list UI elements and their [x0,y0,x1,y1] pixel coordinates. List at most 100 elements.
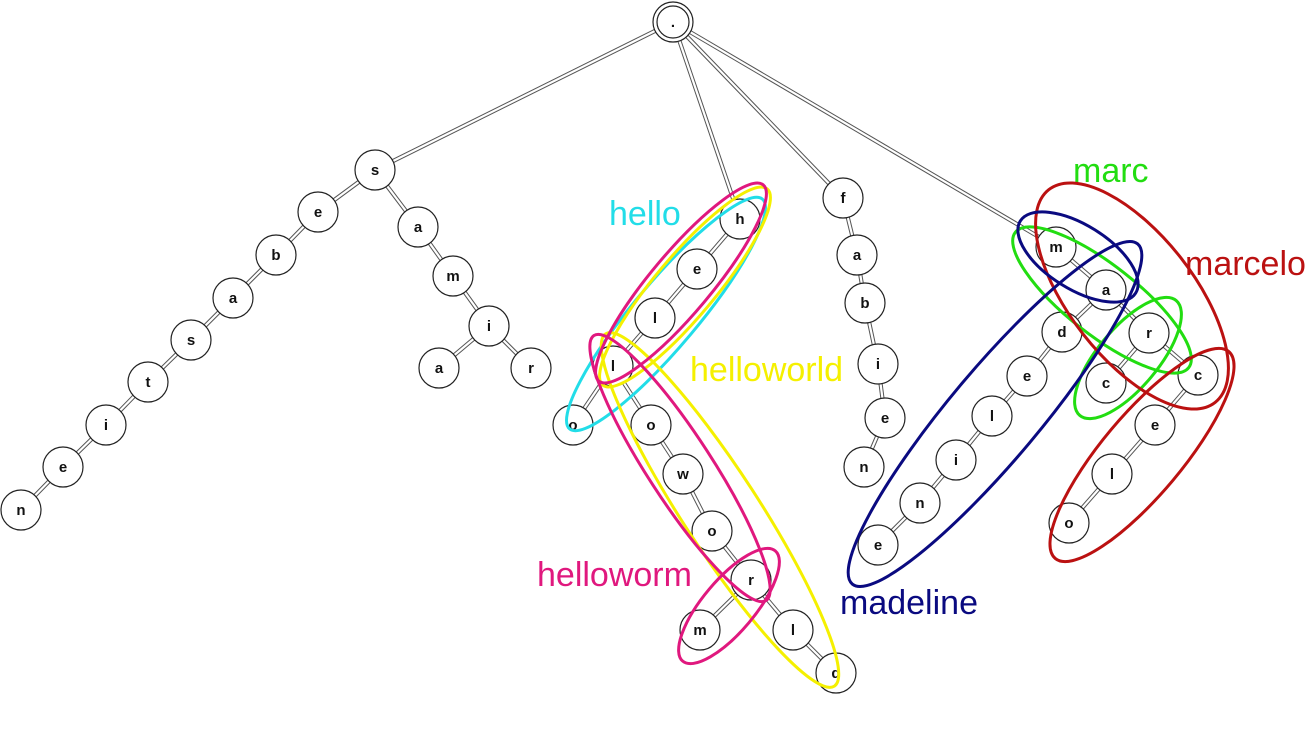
trie-node-m_n: n [899,482,941,524]
trie-node-letter: i [876,356,880,373]
trie-node-m_a: a [1085,269,1127,311]
trie-node-sa_i: i [468,305,510,347]
trie-node-letter: n [859,459,868,476]
trie-node-letter: l [611,358,615,375]
trie-node-letter: d [1057,324,1066,341]
trie-node-m_e: e [1006,355,1048,397]
trie-node-letter: i [104,417,108,434]
trie-node-s_t: t [127,361,169,403]
trie-node-letter: n [16,502,25,519]
trie-node-letter: t [146,374,151,391]
trie-node-letter: o [707,523,716,540]
trie-node-m_d: d [1041,311,1083,353]
trie-node-h_l: l [634,297,676,339]
trie-node-letter: e [1151,417,1159,434]
trie-node-letter: a [414,219,423,236]
group-label-marcelo: marcelo [1185,245,1306,283]
trie-node-f: f [822,177,864,219]
group-outline-marcelo-upper [1034,181,1230,411]
trie-node-letter: h [735,211,744,228]
trie-node-letter: r [1146,325,1152,342]
trie-node-h_e: e [676,248,718,290]
trie-node-h_o3: o [691,510,733,552]
group-label-hello: hello [609,195,681,233]
trie-node-letter: e [314,204,322,221]
trie-node-letter: w [676,466,689,483]
trie-node-letter: d [831,665,840,682]
trie-node-s_i: i [85,404,127,446]
trie-node-letter: c [1102,375,1110,392]
trie-node-letter: l [653,310,657,327]
trie-root-node: . [652,1,694,43]
trie-node-letter: f [841,190,847,207]
trie-node-letter: c [1194,367,1202,384]
trie-node-sa_a2: a [418,347,460,389]
trie-node-f_e: e [864,397,906,439]
trie-node-s_s: s [170,319,212,361]
trie-node-letter: a [1102,282,1111,299]
trie-node-letter: e [874,537,882,554]
trie-node-h_l3: l [772,609,814,651]
trie-node-letter: m [1049,239,1062,256]
trie-node-f_b: b [844,282,886,324]
trie-node-letter: b [860,295,869,312]
group-label-madeline: madeline [840,584,978,622]
group-outline-marc-upper [1011,225,1193,375]
group-outline-helloworld-lower [599,331,841,689]
trie-node-letter: o [1064,515,1073,532]
group-label-helloworm: helloworm [537,556,692,594]
trie-node-letter: a [853,247,862,264]
word-groups: hello helloworld helloworm marc marcelo … [537,152,1306,689]
trie-node-letter: o [568,417,577,434]
trie-node-letter: a [229,290,238,307]
trie-node-letter: e [881,410,889,427]
trie-node-letter: r [748,572,754,589]
trie-node-sa_a: a [397,206,439,248]
trie-node-h_m: m [679,609,721,651]
trie-node-m_i: i [935,439,977,481]
trie-node-m_l2: l [1091,453,1133,495]
trie-node-s_a: a [212,277,254,319]
trie-node-letter: e [693,261,701,278]
trie-node-letter: n [915,495,924,512]
trie-node-h_o2: o [630,404,672,446]
trie-node-h_w: w [662,453,704,495]
trie-node-letter: m [446,268,459,285]
trie-node-m_l: l [971,395,1013,437]
trie-node-h_o: o [552,404,594,446]
trie-node-letter: o [646,417,655,434]
trie-node-f_n: n [843,446,885,488]
trie-node-letter: s [371,162,379,179]
trie-node-f_i: i [857,343,899,385]
trie-edge [374,20,674,172]
trie-node-m_e3: e [1134,404,1176,446]
trie-node-m_r: r [1128,312,1170,354]
trie-node-letter: e [1023,368,1031,385]
trie-edge [671,21,742,220]
trie-node-letter: i [954,452,958,469]
trie-node-s_n: n [0,489,42,531]
trie-edge [671,20,1058,249]
trie-edge [671,20,845,200]
trie-node-f_a: a [836,234,878,276]
group-outline-marcelo-lower [1048,346,1236,564]
trie-node-letter: r [528,360,534,377]
group-outline-madeline-upper [1016,210,1140,304]
trie-node-sa_r: r [510,347,552,389]
trie-node-letter: a [435,360,444,377]
trie-node-letter: b [271,247,280,264]
group-label-helloworld: helloworld [690,351,843,389]
trie-node-s_e: e [297,191,339,233]
trie-node-letter: e [59,459,67,476]
trie-node-letter: s [187,332,195,349]
group-outline-madeline-lower [846,239,1144,589]
group-outline-helloworm-lower [677,546,781,666]
trie-node-letter: l [1110,466,1114,483]
trie-node-s_b: b [255,234,297,276]
trie-node-s_e2: e [42,446,84,488]
trie-node-letter: . [671,14,675,31]
trie-node-m_e2: e [857,524,899,566]
trie-node-letter: l [990,408,994,425]
